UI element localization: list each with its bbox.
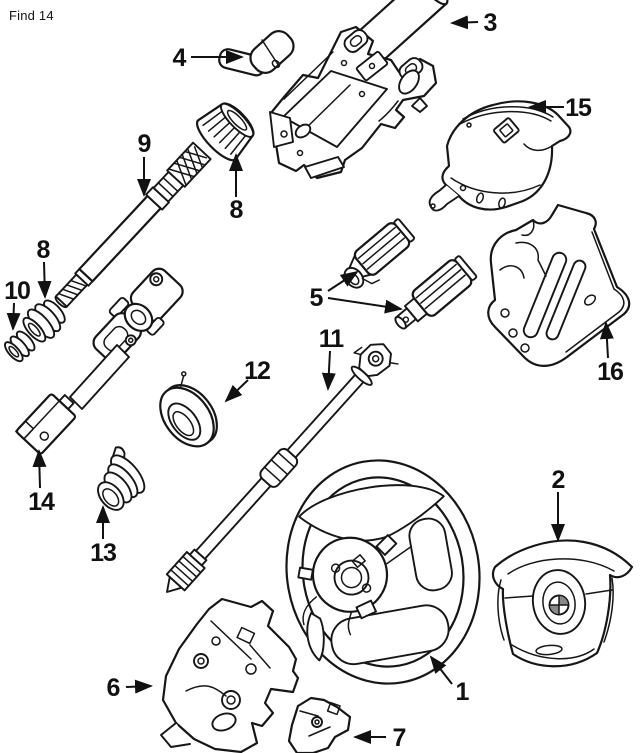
part-upper-column-cover[interactable]	[428, 100, 572, 212]
callout-8-upper[interactable]: 8	[229, 153, 245, 224]
callout-number-text[interactable]: 16	[597, 358, 624, 386]
callout-16[interactable]: 16	[597, 321, 624, 386]
callout-15[interactable]: 15	[528, 94, 593, 122]
brand-roundel-icon	[548, 594, 570, 616]
callout-number-text[interactable]: 1	[456, 678, 471, 706]
callout-6[interactable]: 6	[107, 674, 153, 702]
callout-number-text[interactable]: 6	[107, 674, 121, 702]
part-mount-bracket[interactable]	[218, 26, 299, 78]
callout-number-text[interactable]: 8	[230, 196, 245, 224]
callout-arrow	[429, 655, 453, 685]
part-steering-wheel[interactable]	[269, 445, 497, 699]
callout-arrow	[32, 449, 47, 489]
callout-number-text[interactable]: 8	[37, 236, 52, 264]
callout-5[interactable]: 5	[310, 270, 403, 314]
callout-number-text[interactable]: 5	[310, 284, 325, 312]
callout-12[interactable]: 12	[224, 357, 271, 403]
part-universal-joint[interactable]	[84, 262, 191, 371]
callout-14[interactable]: 14	[28, 449, 56, 516]
callout-number-text[interactable]: 4	[173, 44, 188, 72]
callout-13[interactable]: 13	[90, 505, 117, 567]
callout-number-text[interactable]: 14	[28, 488, 56, 516]
part-retaining-rings[interactable]	[2, 328, 38, 364]
callout-arrow	[321, 350, 336, 391]
callout-number-text[interactable]: 11	[319, 325, 346, 353]
part-bellows-boot[interactable]	[18, 294, 71, 347]
callout-4[interactable]: 4	[173, 44, 244, 72]
part-ignition-switch-lower[interactable]	[388, 254, 479, 337]
part-lower-bracket[interactable]	[160, 597, 300, 753]
callout-10[interactable]: 10	[4, 277, 31, 331]
part-lower-shaft-slider[interactable]	[15, 344, 130, 455]
callout-8-left[interactable]: 8	[37, 236, 52, 299]
callout-arrow	[450, 15, 479, 30]
callout-number-text[interactable]: 12	[244, 357, 271, 385]
part-grommet-seal[interactable]	[146, 371, 228, 457]
callout-11[interactable]: 11	[319, 325, 346, 391]
part-column-housing[interactable]	[269, 0, 451, 180]
part-column-boot[interactable]	[81, 445, 151, 516]
callout-number-text[interactable]: 15	[565, 94, 593, 122]
part-latch-bracket[interactable]	[287, 696, 352, 753]
callout-number-text[interactable]: 3	[484, 9, 498, 37]
callout-9[interactable]: 9	[137, 130, 152, 197]
find-instruction-label: Find 14	[9, 8, 54, 23]
callout-arrow	[224, 379, 249, 403]
callout-arrow	[599, 321, 614, 359]
part-lower-column-cover[interactable]	[487, 203, 631, 367]
callout-number-text[interactable]: 7	[393, 724, 407, 752]
callout-2[interactable]: 2	[551, 466, 566, 542]
part-intermediate-shaft[interactable]	[151, 333, 401, 604]
callout-arrow	[6, 302, 21, 331]
callouts: 1 2 3 4 5 6	[4, 9, 624, 752]
callout-arrow	[327, 297, 403, 314]
callout-arrow	[327, 270, 359, 292]
callout-7[interactable]: 7	[353, 724, 407, 752]
callout-3[interactable]: 3	[450, 9, 498, 37]
callout-arrow	[37, 261, 52, 299]
callout-arrow	[125, 679, 153, 694]
callout-1[interactable]: 1	[429, 655, 471, 706]
part-bearing-gear[interactable]	[192, 95, 262, 165]
steering-wheel-hub	[311, 536, 389, 613]
part-ignition-switch-upper[interactable]	[336, 217, 421, 297]
callout-number-text[interactable]: 2	[552, 466, 566, 494]
part-airbag-module[interactable]	[491, 539, 634, 668]
callout-number-text[interactable]: 13	[90, 539, 117, 567]
callout-number-text[interactable]: 10	[4, 277, 31, 305]
callout-number-text[interactable]: 9	[138, 130, 152, 158]
part-upper-shaft[interactable]	[51, 141, 212, 312]
